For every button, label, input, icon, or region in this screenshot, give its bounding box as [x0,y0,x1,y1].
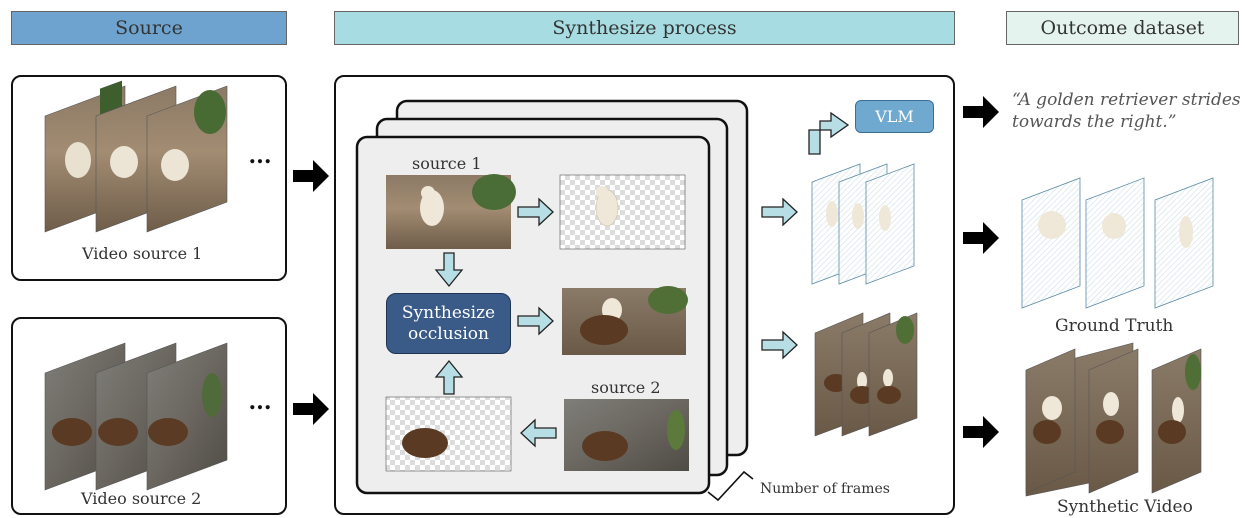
ground-truth-arrow [963,222,999,254]
arrow-occlusion-result [517,306,554,336]
arrow-mask-dog [517,197,554,227]
video-source-2-label: Video source 2 [81,489,202,508]
ground-truth-label: Ground Truth [1055,316,1174,336]
caption-line-1: “A golden retriever strides [1012,90,1241,110]
arrow-to-vlm [808,111,850,155]
synthetic-video-frames [1025,342,1202,497]
inner-arrows [434,111,850,448]
video-source-1-label: Video source 1 [82,244,203,263]
source-2-image [564,399,689,471]
source-2-arrow [293,393,329,425]
synthesized-frame-image [562,286,688,355]
frames-bracket [707,470,754,502]
caption-arrow [963,96,999,128]
ground-truth-frames [1021,177,1214,309]
occlusion-line-2: occlusion [407,323,489,344]
synthesized-output-frames [814,312,918,437]
video-source-2-frames [44,342,228,491]
source-1-label: source 1 [412,154,482,173]
synthetic-arrow [963,416,999,448]
arrow-down-source1 [434,252,464,288]
arrow-to-synth-frames [761,330,798,360]
source-header: Source [11,11,287,45]
arrow-to-mask-frames [761,197,798,227]
synthesize-process-header: Synthesize process [334,11,955,45]
caption-line-2: towards the right.” [1012,112,1177,132]
number-of-frames-label: Number of frames [760,481,890,497]
masked-bear-image [385,396,512,472]
occlusion-line-1: Synthesize [401,302,496,323]
synthetic-video-label: Synthetic Video [1057,497,1193,517]
masked-output-frames [811,163,915,285]
source-1-image [386,174,516,249]
source-1-ellipsis: ... [249,143,272,169]
outcome-dataset-header: Outcome dataset [1006,11,1239,45]
masked-dog-image [559,174,686,250]
video-source-1-frames [44,80,228,233]
source-1-arrow [293,160,329,192]
source-2-ellipsis: ... [249,389,272,415]
caption-text: “A golden retriever strides towards the … [1012,89,1241,133]
synthesize-occlusion-box: Synthesize occlusion [386,293,511,354]
arrow-up-bear [434,359,464,395]
arrow-mask-bear [520,418,557,448]
source-2-label: source 2 [591,378,661,397]
vlm-box: VLM [855,100,934,133]
